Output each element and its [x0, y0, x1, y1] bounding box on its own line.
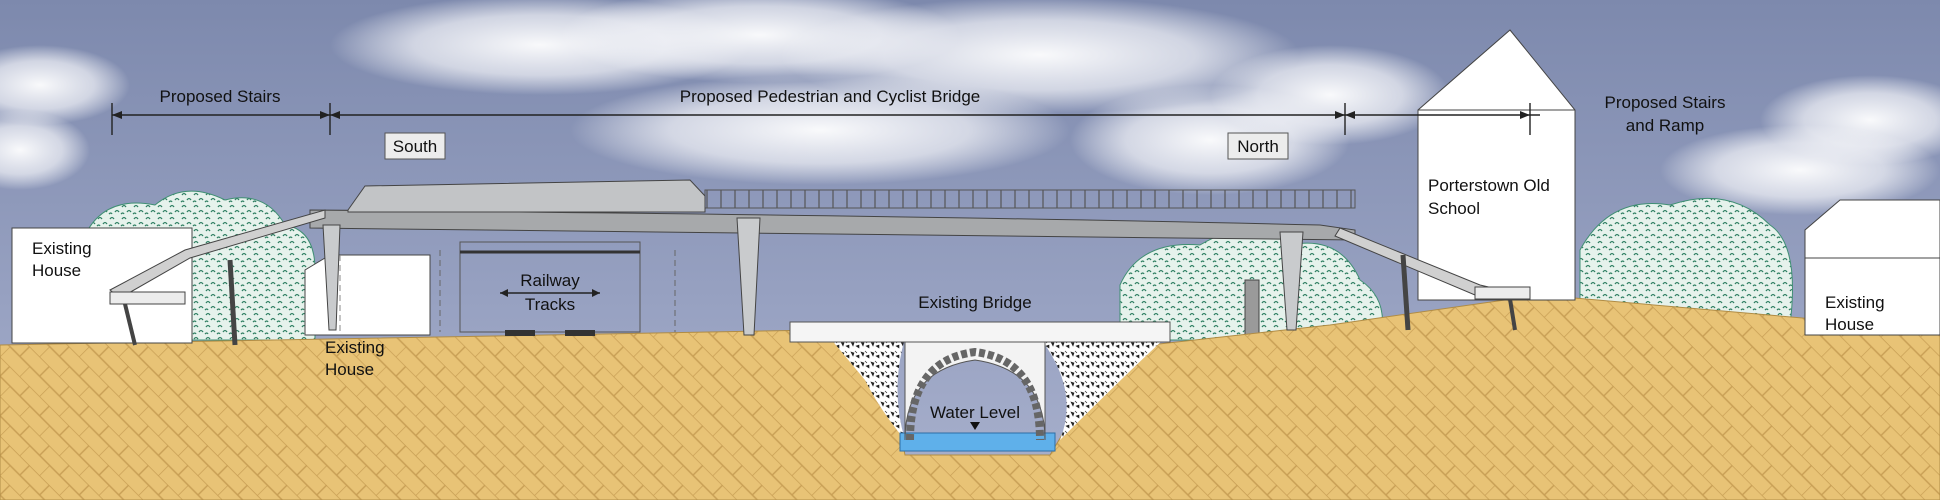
proposed-bridge: [309, 179, 1356, 336]
label-house-center-line2: House: [325, 360, 374, 379]
creek-bank-left: [830, 338, 905, 440]
label-existing-bridge: Existing Bridge: [918, 293, 1031, 312]
house-center: [304, 254, 431, 336]
stairs-right: [1334, 227, 1531, 331]
label-railway-line1: Railway: [520, 271, 580, 290]
label-south: South: [393, 137, 437, 156]
label-house-right-line1: Existing: [1825, 293, 1885, 312]
water-level-marker: [970, 422, 980, 430]
old-school-building: [1417, 29, 1576, 301]
label-proposed-stairs-left: Proposed Stairs: [160, 87, 281, 106]
clouds: [0, 0, 1940, 215]
creek-bank-right: [1040, 338, 1165, 440]
house-left: [11, 227, 193, 344]
label-old-school-line2: School: [1428, 199, 1480, 218]
label-old-school-line1: Porterstown Old: [1428, 176, 1550, 195]
label-proposed-stairs-right-line1: Proposed Stairs: [1605, 93, 1726, 112]
stairs-left: [109, 209, 326, 346]
label-railway-line2: Tracks: [525, 295, 575, 314]
railway-frame: [439, 241, 676, 336]
label-house-center-line1: Existing: [325, 338, 385, 357]
house-right: [1804, 199, 1940, 336]
label-house-left-line2: House: [32, 261, 81, 280]
water: [899, 432, 1056, 452]
dimension-lines: [111, 103, 1540, 135]
existing-bridge: [789, 321, 1171, 441]
north-box: [1227, 132, 1289, 160]
label-house-right-line2: House: [1825, 315, 1874, 334]
label-water-level: Water Level: [930, 403, 1020, 422]
label-proposed-bridge: Proposed Pedestrian and Cyclist Bridge: [680, 87, 981, 106]
label-house-left-line1: Existing: [32, 239, 92, 258]
south-box: [384, 132, 446, 160]
label-north: North: [1237, 137, 1279, 156]
label-proposed-stairs-right-line2: and Ramp: [1626, 116, 1704, 135]
